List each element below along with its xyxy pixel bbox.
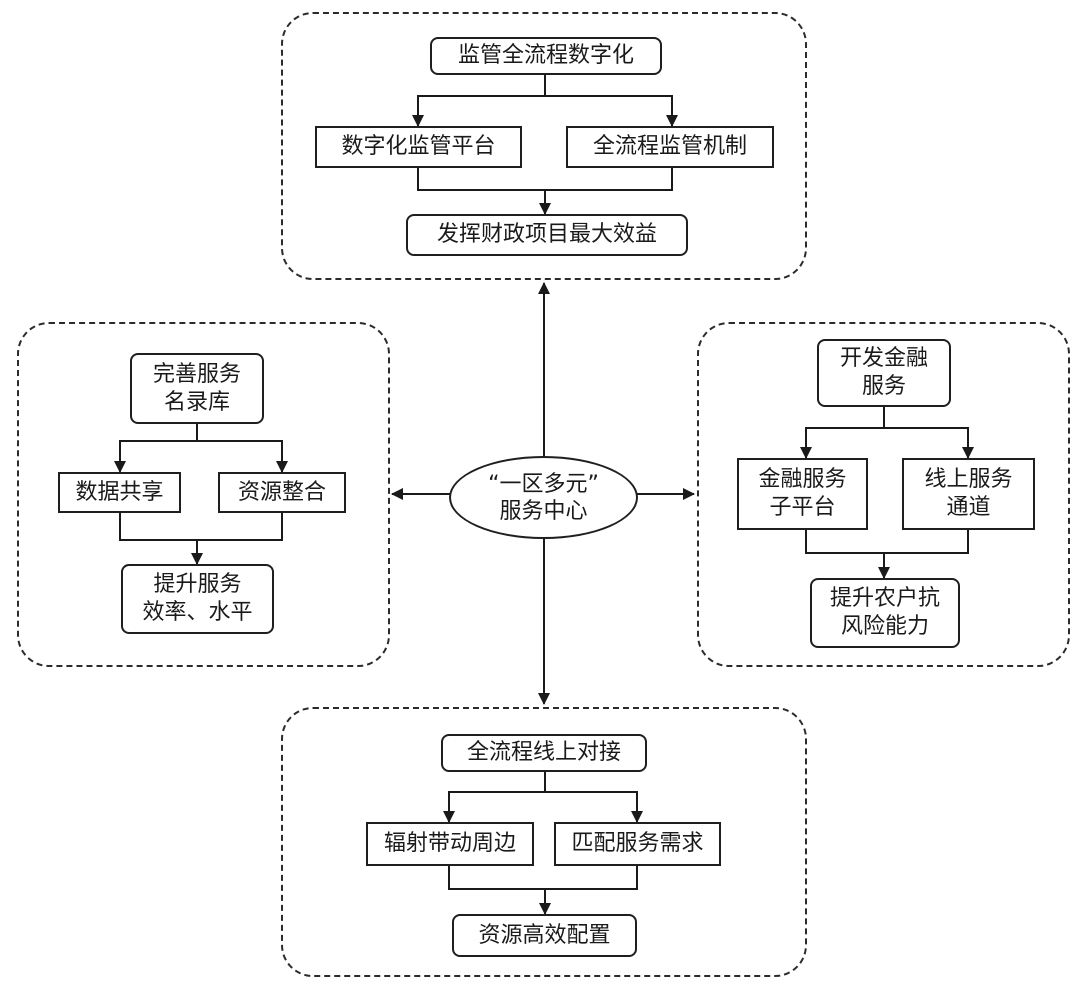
bottom-result-box: 资源高效配置 <box>452 914 637 957</box>
top-left-box: 数字化监管平台 <box>315 126 522 168</box>
bottom-left-box: 辐射带动周边 <box>366 822 534 866</box>
right-group <box>697 322 1070 667</box>
top-right-box: 全流程监管机制 <box>566 126 774 168</box>
left-head-box: 完善服务 名录库 <box>130 353 264 424</box>
center-hub-line1: “一区多元” <box>488 471 599 497</box>
bottom-right-box: 匹配服务需求 <box>554 822 721 866</box>
center-hub-line2: 服务中心 <box>499 498 588 524</box>
left-right-box: 资源整合 <box>218 472 346 513</box>
bottom-head-box: 全流程线上对接 <box>441 734 647 772</box>
right-result-box: 提升农户抗 风险能力 <box>810 578 960 648</box>
left-left-box: 数据共享 <box>58 472 181 513</box>
center-hub-ellipse: “一区多元” 服务中心 <box>449 456 638 539</box>
bottom-group <box>281 707 807 977</box>
right-head-box: 开发金融 服务 <box>817 339 951 407</box>
right-right-box: 线上服务 通道 <box>902 458 1035 530</box>
top-group <box>281 12 807 280</box>
top-result-box: 发挥财政项目最大效益 <box>406 214 688 256</box>
left-result-box: 提升服务 效率、水平 <box>121 564 274 634</box>
right-left-box: 金融服务 子平台 <box>737 458 868 530</box>
left-group <box>17 322 390 667</box>
top-head-box: 监管全流程数字化 <box>430 37 662 75</box>
